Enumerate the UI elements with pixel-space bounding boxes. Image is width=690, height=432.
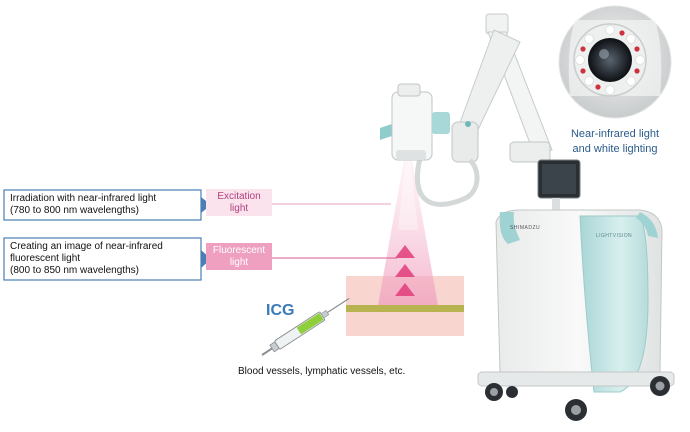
fluorescent-tag [206, 243, 272, 270]
excitation-tag-text: Excitation light [206, 191, 272, 215]
imaging-line-2: fluorescent light [10, 253, 81, 264]
excitation-line-1: Excitation [217, 191, 261, 202]
lens-inset [558, 5, 672, 119]
imaging-box [3, 237, 202, 281]
brand-label: SHIMADZU [510, 225, 541, 231]
irradiation-line-2: (780 to 800 nm wavelengths) [10, 205, 139, 216]
imaging-line-1: Creating an image of near-infrared [10, 241, 163, 252]
icg-label: ICG [266, 302, 295, 319]
led-ring [575, 25, 645, 95]
irradiation-box [3, 189, 202, 221]
excitation-beam [378, 160, 438, 305]
fluorescent-tag-text: Fluorescent light [206, 245, 272, 269]
fluorescent-line-2: light [229, 257, 249, 268]
callout-line-1: Near-infrared light [570, 128, 660, 140]
product-label: LIGHTVISION [596, 233, 633, 239]
imaging-line-3: (800 to 850 nm wavelengths) [10, 265, 139, 276]
imaging-text: Creating an image of near-infrared fluor… [10, 241, 163, 277]
cart [477, 209, 675, 421]
lighting-callout: Near-infrared light and white lighting [552, 127, 678, 157]
camera-head [380, 83, 450, 161]
vessels-label: Blood vessels, lymphatic vessels, etc. [238, 366, 406, 377]
irradiation-line-1: Irradiation with near-infrared light [10, 193, 157, 204]
irradiation-text: Irradiation with near-infrared light (78… [10, 193, 156, 217]
excitation-tag [206, 189, 272, 216]
excitation-line-2: light [229, 203, 249, 214]
fluorescence-arrows [395, 245, 415, 296]
callout-line-2: and white lighting [572, 143, 658, 155]
fluorescent-line-1: Fluorescent [212, 245, 266, 256]
syringe-icon [261, 297, 350, 356]
monitor [537, 159, 581, 214]
device-arm [414, 13, 553, 207]
